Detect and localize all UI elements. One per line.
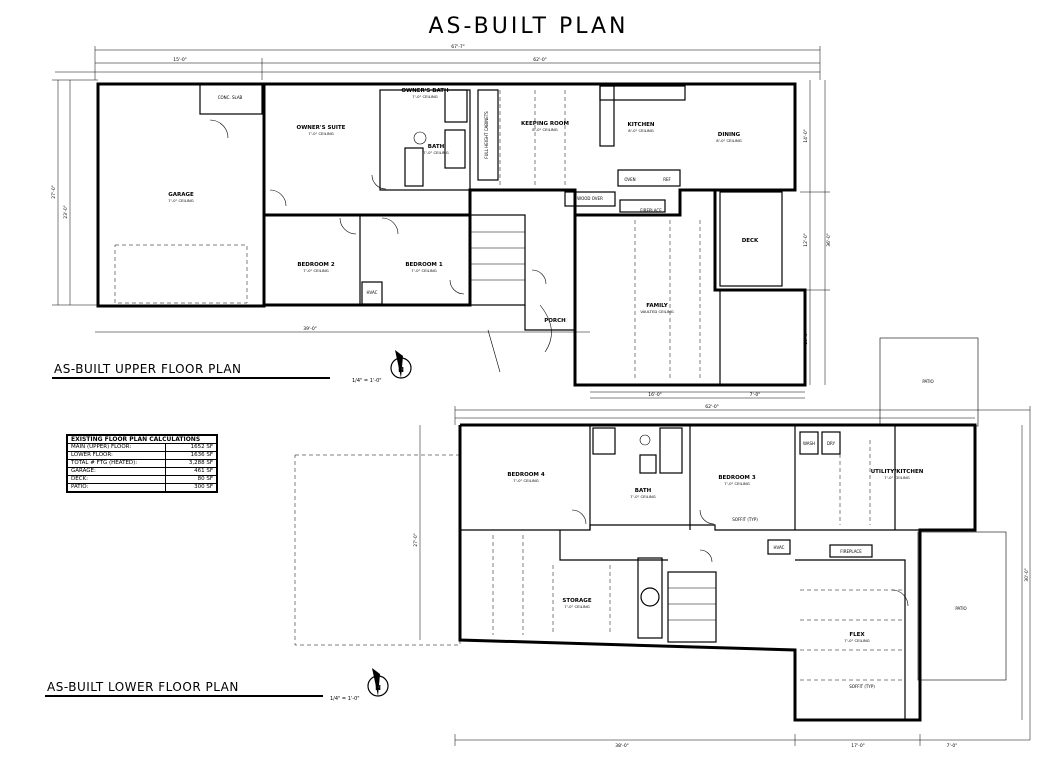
lower-bath-label: BATH [635, 488, 652, 494]
svg-text:8'-0" CEILING: 8'-0" CEILING [628, 128, 653, 133]
patio-top-label: PATIO [922, 379, 933, 384]
svg-text:8'-0" CEILING: 8'-0" CEILING [532, 127, 557, 132]
utility-kitchen-label: UTILITY/KITCHEN [871, 469, 924, 475]
family-label: FAMILY [646, 303, 669, 309]
garage-label: GARAGE [168, 192, 194, 198]
upper-plan-scale: 1/4" = 1'-0" [352, 378, 382, 384]
svg-text:8'-0" CEILING: 8'-0" CEILING [716, 138, 741, 143]
upper-plan-title: AS-BUILT UPPER FLOOR PLAN [54, 362, 242, 376]
bedroom3-label: BEDROOM 3 [718, 475, 755, 481]
lower-plan-labels: PATIO BEDROOM 4 7'-0" CEILING BATH 7'-0"… [413, 379, 1030, 749]
svg-text:7'-0" CEILING: 7'-0" CEILING [308, 131, 333, 136]
svg-text:REF: REF [663, 177, 671, 182]
floor-plan-calculations-table: EXISTING FLOOR PLAN CALCULATIONS MAIN (U… [66, 434, 218, 493]
upper-plan-labels: CONC. SLAB GARAGE 7'-0" CEILING OWNER'S … [51, 44, 832, 398]
owners-bath-label: OWNER'S BATH [401, 88, 449, 94]
svg-text:36'-0": 36'-0" [826, 233, 832, 247]
svg-text:HVAC: HVAC [367, 290, 378, 295]
lower-plan-title: AS-BUILT LOWER FLOOR PLAN [47, 680, 239, 694]
svg-text:OVEN: OVEN [624, 177, 635, 182]
svg-text:7'-0" CEILING: 7'-0" CEILING [844, 638, 869, 643]
svg-text:7'-0": 7'-0" [750, 392, 761, 398]
porch-label: PORCH [544, 318, 566, 324]
svg-text:12'-0": 12'-0" [803, 233, 809, 247]
svg-text:7'-0": 7'-0" [947, 743, 958, 749]
svg-text:16'-0": 16'-0" [648, 392, 662, 398]
conc-slab-label: CONC. SLAB [218, 95, 243, 100]
dining-label: DINING [718, 132, 741, 138]
svg-text:7'-0" CEILING: 7'-0" CEILING [411, 268, 436, 273]
svg-text:SOFFIT (TYP): SOFFIT (TYP) [849, 684, 875, 689]
calc-table-header: EXISTING FLOOR PLAN CALCULATIONS [67, 435, 217, 444]
svg-text:14'-0": 14'-0" [803, 129, 809, 143]
svg-text:WOOD OVER: WOOD OVER [577, 196, 603, 201]
lower-plan-scale: 1/4" = 1'-0" [330, 696, 360, 702]
svg-text:15'-0": 15'-0" [173, 57, 187, 63]
owners-suite-label: OWNER'S SUITE [297, 125, 346, 131]
svg-text:7'-0" CEILING: 7'-0" CEILING [513, 478, 538, 483]
svg-text:7'-0" CEILING: 7'-0" CEILING [564, 604, 589, 609]
bedroom1-label: BEDROOM 1 [405, 262, 442, 268]
svg-text:FIREPLACE: FIREPLACE [640, 208, 662, 213]
svg-text:7'-0" CEILING: 7'-0" CEILING [168, 198, 193, 203]
svg-text:7'-0" CEILING: 7'-0" CEILING [630, 494, 655, 499]
north-arrow-lower-icon: N [367, 668, 389, 697]
svg-text:62'-0": 62'-0" [705, 404, 719, 410]
kitchen-label: KITCHEN [627, 122, 654, 128]
page-title: AS-BUILT PLAN [428, 14, 629, 39]
svg-text:7'-0" CEILING: 7'-0" CEILING [412, 94, 437, 99]
svg-text:23'-0": 23'-0" [63, 205, 69, 219]
patio-side-label: PATIO [955, 606, 966, 611]
north-arrow-upper-icon: N [390, 350, 412, 379]
table-row: GARAGE:461 SF [67, 467, 217, 476]
bedroom2-label: BEDROOM 2 [297, 262, 334, 268]
table-row: PATIO:300 SF [67, 483, 217, 492]
upper-plan-title-underline [52, 377, 330, 379]
upper-floor-plan: N [52, 46, 830, 399]
table-row: MAIN (UPPER) FLOOR:1652 SF [67, 443, 217, 452]
svg-text:SOFFIT (TYP): SOFFIT (TYP) [732, 517, 758, 522]
svg-text:7'-0" CEILING: 7'-0" CEILING [423, 150, 448, 155]
svg-text:27'-0": 27'-0" [413, 533, 419, 547]
table-row: TOTAL # FTG (HEATED):3,288 SF [67, 459, 217, 468]
svg-text:62'-0": 62'-0" [533, 57, 547, 63]
svg-text:67'-7": 67'-7" [451, 44, 465, 50]
storage-label: STORAGE [562, 598, 591, 604]
svg-text:FULL HEIGHT CABINETS: FULL HEIGHT CABINETS [484, 111, 489, 159]
svg-text:N: N [375, 684, 381, 692]
svg-text:VAULTED CEILING: VAULTED CEILING [640, 309, 673, 314]
svg-text:7'-0" CEILING: 7'-0" CEILING [724, 481, 749, 486]
svg-text:7'-0" CEILING: 7'-0" CEILING [303, 268, 328, 273]
table-row: DECK:80 SF [67, 475, 217, 484]
svg-text:FIREPLACE: FIREPLACE [840, 549, 862, 554]
svg-text:27'-0": 27'-0" [51, 185, 57, 199]
svg-text:DRY: DRY [827, 441, 836, 446]
lower-floor-plan: N [294, 337, 1031, 746]
svg-text:30'-0": 30'-0" [1024, 568, 1030, 582]
keeping-room-label: KEEPING ROOM [521, 121, 569, 127]
svg-text:10'-0": 10'-0" [803, 331, 809, 345]
svg-text:38'-0": 38'-0" [615, 743, 629, 749]
upper-bath-label: BATH [428, 144, 445, 150]
flex-label: FLEX [849, 632, 865, 638]
svg-text:HVAC: HVAC [774, 545, 785, 550]
lower-plan-title-underline [45, 695, 323, 697]
svg-text:WASH: WASH [803, 441, 815, 446]
deck-label: DECK [742, 238, 759, 244]
table-row: LOWER FLOOR:1636 SF [67, 451, 217, 460]
svg-text:17'-0": 17'-0" [851, 743, 865, 749]
svg-text:39'-0": 39'-0" [303, 326, 317, 332]
svg-text:7'-0" CEILING: 7'-0" CEILING [884, 475, 909, 480]
bedroom4-label: BEDROOM 4 [507, 472, 544, 478]
svg-text:N: N [398, 366, 404, 374]
